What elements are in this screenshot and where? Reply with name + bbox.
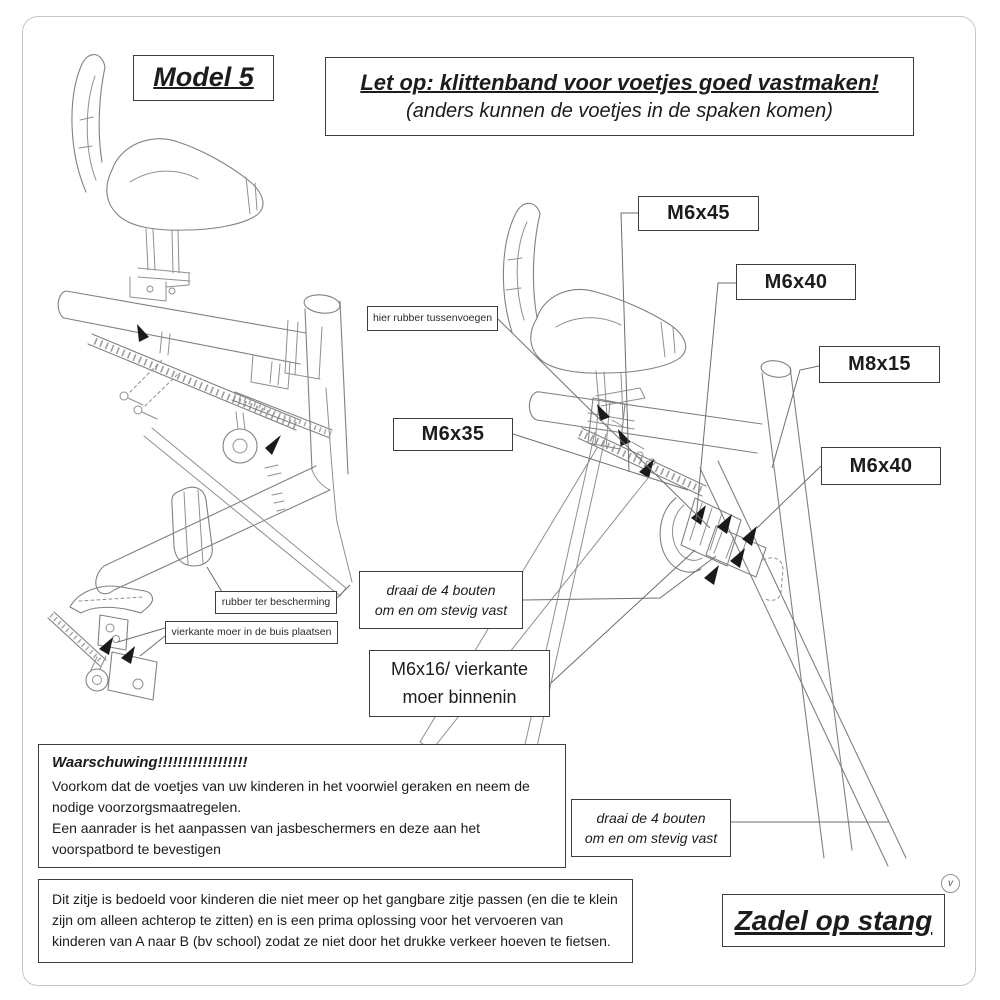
part-label-text: M6x45 <box>667 202 730 224</box>
callout-hier-rubber: hier rubber tussenvoegen <box>367 306 498 331</box>
callout-line2: om en om stevig vast <box>374 602 508 618</box>
callout-text: hier rubber tussenvoegen <box>372 311 493 324</box>
version-mark: v <box>941 874 960 893</box>
callout-line1: M6x16/ vierkante <box>390 658 529 679</box>
page-border <box>22 16 976 986</box>
callout-line1: draai de 4 bouten <box>386 581 496 598</box>
callout-draai-bouten-left: draai de 4 bouten om en om stevig vast <box>359 571 523 629</box>
product-title-box: Zadel op stang <box>722 894 945 947</box>
clamp-detail-drawing <box>47 585 158 701</box>
product-title: Zadel op stang <box>734 905 933 936</box>
warning-box: Waarschuwing!!!!!!!!!!!!!!!!!! Voorkom d… <box>38 744 566 868</box>
part-label-m6x35: M6x35 <box>393 418 513 451</box>
leader-lines <box>117 212 889 823</box>
callout-text: vierkante moer in de buis plaatsen <box>171 625 332 638</box>
callout-vierkante-moer: vierkante moer in de buis plaatsen <box>165 621 338 644</box>
part-label-m6x40-top: M6x40 <box>736 264 856 300</box>
warning-paragraph-1: Voorkom dat de voetjes van uw kinderen i… <box>52 777 530 815</box>
notice-line1: Let op: klittenband voor voetjes goed va… <box>360 70 879 96</box>
model-label: Model 5 <box>153 62 254 93</box>
warning-paragraph-2: Een aanrader is het aanpassen van jasbes… <box>52 819 481 857</box>
callout-line2: moer binnenin <box>402 686 517 707</box>
part-label-m6x40-bottom: M6x40 <box>821 447 941 485</box>
version-mark-text: v <box>948 878 953 889</box>
callout-draai-bouten-right: draai de 4 bouten om en om stevig vast <box>571 799 731 857</box>
callout-line1: draai de 4 bouten <box>596 809 706 826</box>
part-label-text: M6x35 <box>421 423 485 445</box>
notice-line2: (anders kunnen de voetjes in de spaken k… <box>406 99 833 122</box>
part-label-text: M8x15 <box>848 353 911 375</box>
warning-title: Waarschuwing!!!!!!!!!!!!!!!!!! <box>52 754 248 771</box>
left-assembly-drawing <box>57 54 353 597</box>
callout-line2: om en om stevig vast <box>584 830 718 846</box>
callout-text: rubber ter bescherming <box>221 595 331 608</box>
callout-rubber-bescherming: rubber ter bescherming <box>215 591 337 614</box>
notice-box: Let op: klittenband voor voetjes goed va… <box>325 57 914 136</box>
part-label-m6x45: M6x45 <box>638 196 759 231</box>
part-label-text: M6x40 <box>849 454 913 477</box>
part-label-m8x15: M8x15 <box>819 346 940 383</box>
description-text: Dit zitje is bedoeld voor kinderen die n… <box>52 891 618 949</box>
part-label-text: M6x40 <box>764 270 828 293</box>
description-box: Dit zitje is bedoeld voor kinderen die n… <box>38 879 633 963</box>
model-label-box: Model 5 <box>133 55 274 101</box>
callout-m6x16: M6x16/ vierkante moer binnenin <box>369 650 550 717</box>
